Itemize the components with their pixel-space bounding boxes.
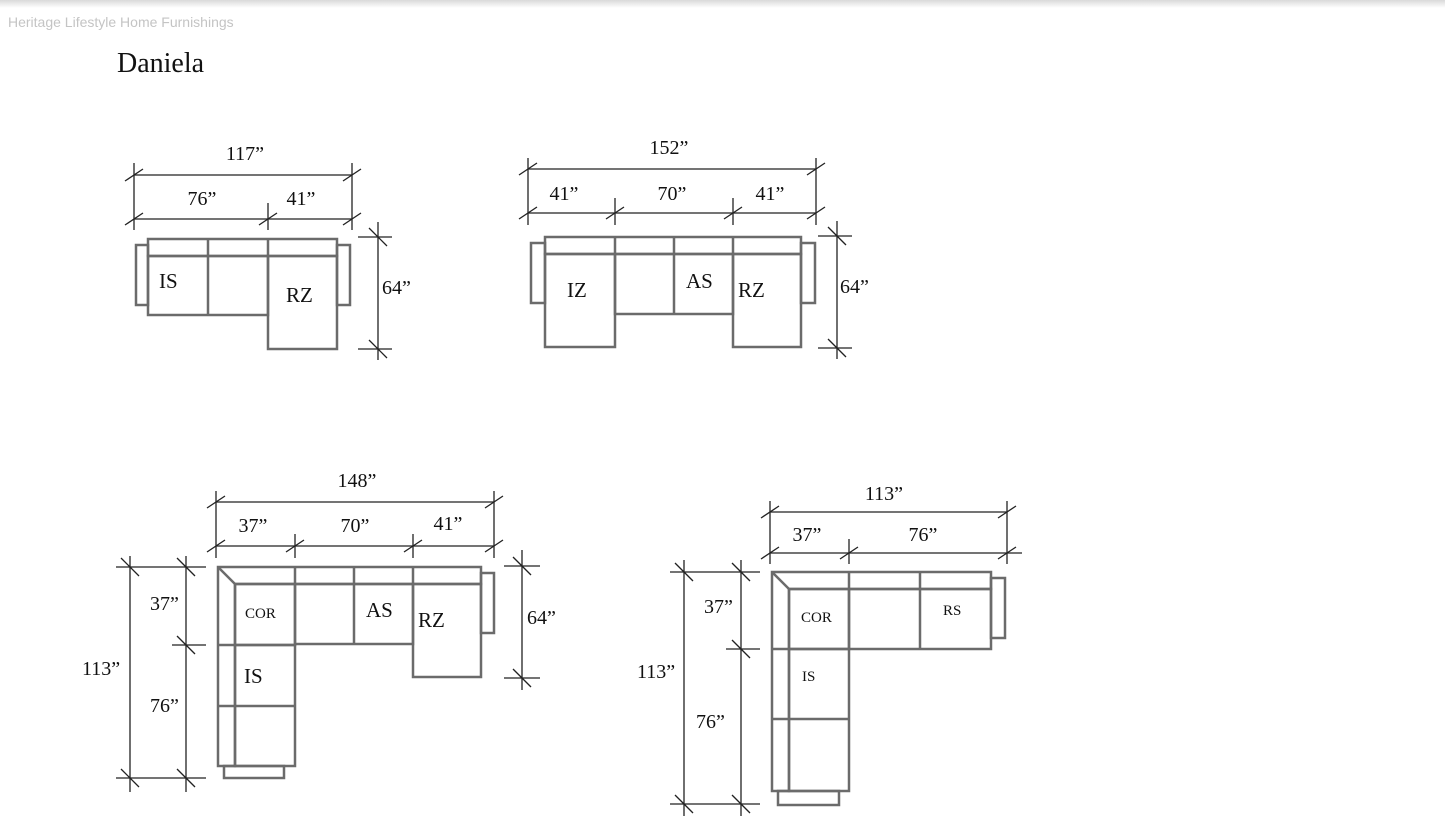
dim-overall-width: 148” [338, 470, 377, 492]
config-2-sofa [529, 235, 817, 349]
left-arm [134, 243, 150, 307]
brand-name: Heritage Lifestyle Home Furnishings [8, 14, 234, 30]
dim-depth: 64” [527, 607, 556, 629]
dim-width-part-3: 41” [434, 513, 463, 535]
config-2-dimension-lines [518, 158, 852, 359]
configuration-2: IZ AS RZ 152” 41” 70” 41” 64” [518, 137, 869, 359]
dim-left-part-2: 76” [696, 711, 725, 733]
backrest [146, 237, 339, 258]
dim-left-part-1: 37” [150, 593, 179, 615]
dim-width-part-2: 70” [341, 515, 370, 537]
module-label-iz: IZ [567, 278, 587, 302]
dim-width-part-2: 41” [287, 188, 316, 210]
config-4-sofa [770, 570, 1007, 807]
dim-width-part-2: 76” [909, 524, 938, 546]
config-3-sofa [216, 565, 496, 780]
module-label-rs: RS [943, 603, 961, 619]
config-1-sofa [134, 237, 352, 351]
config-1-dimension-lines [124, 163, 392, 360]
config-4-dimension-lines [670, 501, 1022, 816]
dim-depth: 64” [840, 276, 869, 298]
dim-width-part-2: 70” [658, 183, 687, 205]
dim-left-part-2: 76” [150, 695, 179, 717]
right-arm [799, 241, 817, 305]
module-label-rz: RZ [286, 283, 313, 307]
module-rz [731, 252, 803, 349]
configuration-1: IS RZ 117” 76” 41” 64” [124, 143, 411, 360]
module-label-cor: COR [801, 610, 832, 626]
module-label-is: IS [802, 669, 815, 685]
bottom-arm [222, 764, 286, 780]
dim-left-overall: 113” [82, 658, 120, 680]
module-label-as: AS [366, 598, 393, 622]
module-label-is: IS [244, 664, 263, 688]
module-label-is: IS [159, 269, 178, 293]
dim-width-part-1: 76” [188, 188, 217, 210]
left-arm [529, 241, 547, 305]
module-rz [411, 582, 483, 679]
module-label-as: AS [686, 269, 713, 293]
module-label-rz: RZ [418, 608, 445, 632]
module-label-rz: RZ [738, 278, 765, 302]
dim-width-part-1: 37” [239, 515, 268, 537]
config-3-dimension-lines [116, 491, 540, 792]
right-arm [335, 243, 352, 307]
dim-overall-width: 113” [865, 483, 903, 505]
dim-overall-width: 152” [650, 137, 689, 159]
page-title: Daniela [117, 48, 205, 79]
right-arm [989, 576, 1007, 640]
right-arm [479, 571, 496, 635]
dim-depth: 64” [382, 277, 411, 299]
dim-overall-width: 117” [226, 143, 264, 165]
bottom-arm [776, 789, 841, 807]
dim-left-overall: 113” [637, 661, 675, 683]
dim-width-part-1: 41” [550, 183, 579, 205]
module-label-cor: COR [245, 606, 276, 622]
dim-left-part-1: 37” [704, 596, 733, 618]
configuration-4: COR RS IS 113” 37” [637, 483, 1022, 816]
configuration-3: COR AS RZ IS [82, 470, 556, 792]
dim-width-part-1: 37” [793, 524, 822, 546]
module-rz [266, 254, 339, 351]
dim-width-part-3: 41” [756, 183, 785, 205]
top-shadow-bar [0, 0, 1445, 8]
